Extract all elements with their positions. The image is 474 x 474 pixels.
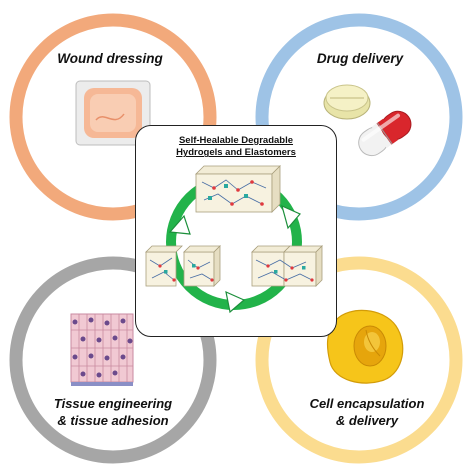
healing-cycle-graphic	[145, 165, 324, 314]
encapsulated-cell-icon	[326, 309, 404, 384]
hydrogel-block-right-healed	[251, 245, 324, 288]
tissue-engineering-text-line1: Tissue engineering	[53, 396, 173, 411]
cell-encapsulation-text-line1: Cell encapsulation	[309, 396, 425, 411]
cell-encapsulation-ring	[255, 256, 463, 464]
cycle-arrow-left	[169, 215, 192, 236]
center-panel: Self-Healable Degradable Hydrogels and E…	[135, 125, 337, 337]
center-title: Self-Healable Degradable Hydrogels and E…	[136, 135, 336, 160]
center-title-line1: Self-Healable Degradable	[178, 135, 294, 146]
tissue-engineering-label: Tissue engineering & tissue adhesion	[28, 396, 198, 430]
center-title-line2: Hydrogels and Elastomers	[176, 147, 296, 159]
epithelial-cells-icon	[70, 313, 134, 386]
wound-dressing-ring	[9, 13, 217, 221]
wound-dressing-label: Wound dressing	[30, 50, 190, 68]
cell-encapsulation-text-line2: & delivery	[335, 412, 399, 428]
hydrogel-block-top	[195, 165, 282, 214]
drug-delivery-label: Drug delivery	[290, 50, 430, 68]
tablet-icon	[323, 84, 371, 120]
hydrogel-block-left-split	[145, 245, 222, 288]
wound-dressing-text: Wound dressing	[57, 51, 163, 66]
cycle-arrow-bottom	[225, 291, 246, 314]
capsule-icon	[358, 110, 412, 157]
tissue-engineering-ring	[9, 256, 217, 464]
bandage-patch-icon	[75, 80, 151, 146]
cycle-arrow-right	[281, 205, 302, 230]
drug-delivery-ring	[255, 13, 463, 221]
drug-delivery-text: Drug delivery	[316, 51, 404, 66]
cell-encapsulation-label: Cell encapsulation & delivery	[282, 396, 452, 430]
tissue-engineering-text-line2: & tissue adhesion	[57, 412, 169, 428]
